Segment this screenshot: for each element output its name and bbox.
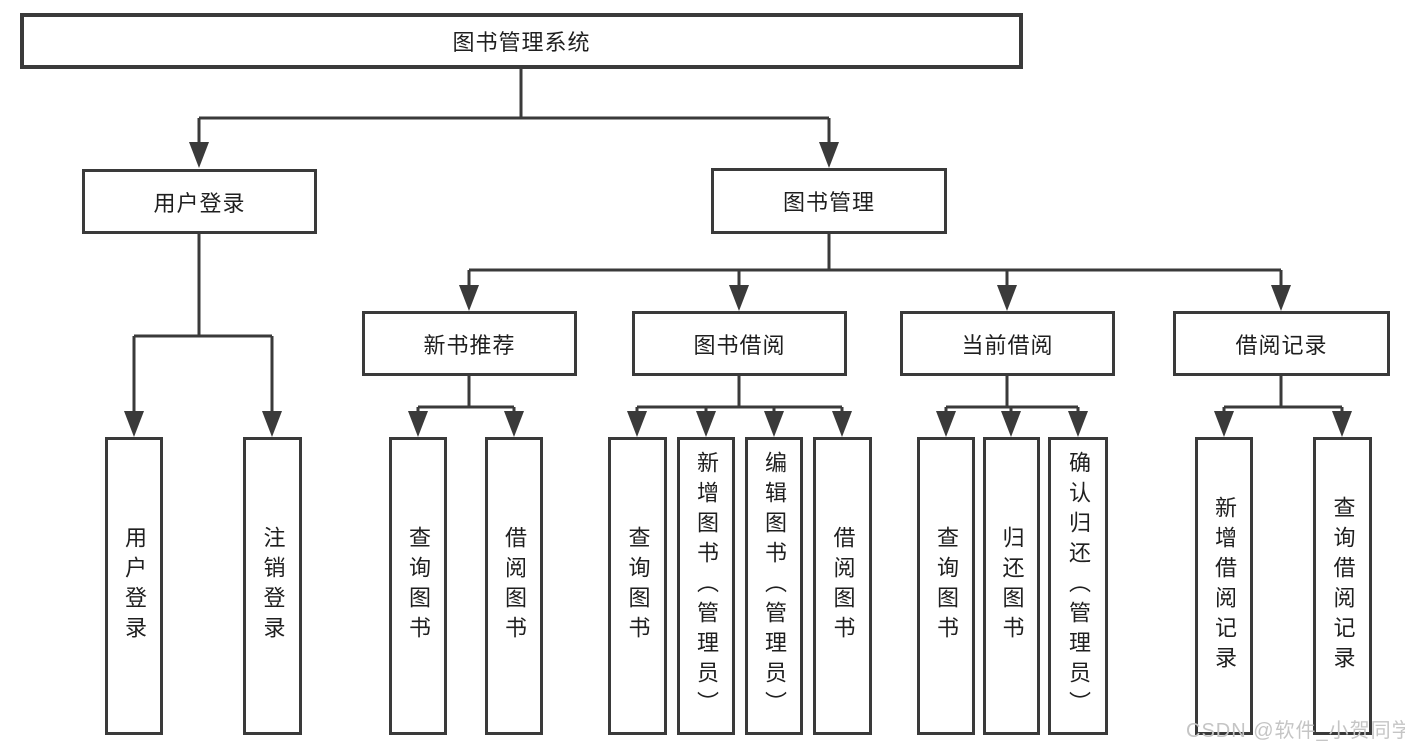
arrowhead-icon — [696, 411, 716, 437]
arrowhead-icon — [729, 285, 749, 311]
node-label: 归还图书 — [999, 526, 1025, 646]
arrowhead-icon — [459, 285, 479, 311]
arrowhead-icon — [997, 285, 1017, 311]
arrowhead-icon — [832, 411, 852, 437]
node-label: 查询图书 — [625, 526, 651, 646]
node-leaf-return-books: 归还图书 — [983, 437, 1040, 735]
node-label: 图书管理系统 — [452, 30, 591, 55]
node-section-current-borrowing: 当前借阅 — [900, 311, 1115, 376]
arrowhead-icon — [819, 142, 839, 168]
connector-records-to-leaves — [1222, 376, 1344, 415]
node-branch-book-management: 图书管理 — [711, 168, 947, 234]
connector-root-to-branches — [197, 69, 831, 146]
node-label: 当前借阅 — [961, 332, 1054, 358]
node-label: 查询图书 — [406, 526, 431, 646]
arrowhead-icon — [936, 411, 956, 437]
csdn-watermark: CSDN @软件_小贺同学 — [1186, 720, 1405, 742]
connector-user-login-to-leaves — [132, 234, 274, 415]
arrowhead-icon — [1271, 285, 1291, 311]
node-label: 查询借阅记录 — [1330, 496, 1356, 676]
node-root-library-system: 图书管理系统 — [20, 13, 1023, 69]
node-leaf-edit-books-admin: 编辑图书（管理员） — [745, 437, 803, 735]
arrowhead-icon — [1214, 411, 1234, 437]
node-label: 确认归还（管理员） — [1066, 451, 1091, 721]
node-leaf-user-login: 用户登录 — [105, 437, 163, 735]
node-leaf-query-books-borrowing: 查询图书 — [608, 437, 667, 735]
node-label: 新增图书（管理员） — [694, 451, 719, 721]
node-label: 图书借阅 — [693, 332, 786, 358]
arrowhead-icon — [124, 411, 144, 437]
node-section-borrowing-records: 借阅记录 — [1173, 311, 1390, 376]
node-label: 新书推荐 — [423, 332, 516, 358]
node-label: 查询图书 — [934, 526, 959, 646]
node-leaf-borrow-books: 借阅图书 — [813, 437, 872, 735]
node-label: 用户登录 — [122, 526, 147, 646]
arrowhead-icon — [408, 411, 428, 437]
node-label: 图书管理 — [782, 190, 875, 215]
connector-current-to-leaves — [944, 376, 1080, 415]
node-section-book-borrowing: 图书借阅 — [632, 311, 847, 376]
arrowhead-icon — [189, 142, 209, 168]
node-leaf-add-books-admin: 新增图书（管理员） — [677, 437, 735, 735]
connector-borrowing-to-leaves — [635, 376, 844, 415]
node-branch-user-login: 用户登录 — [82, 169, 317, 234]
node-label: 借阅图书 — [830, 526, 856, 646]
arrowhead-icon — [1332, 411, 1352, 437]
arrowhead-icon — [627, 411, 647, 437]
node-label: 用户登录 — [153, 190, 246, 216]
node-leaf-logout: 注销登录 — [243, 437, 302, 735]
node-leaf-confirm-return-admin: 确认归还（管理员） — [1048, 437, 1108, 735]
connector-book-mgmt-to-sections — [467, 234, 1283, 289]
node-leaf-query-borrow-record: 查询借阅记录 — [1313, 437, 1372, 735]
node-label: 新增借阅记录 — [1212, 496, 1237, 676]
arrowhead-icon — [764, 411, 784, 437]
node-label: 注销登录 — [260, 526, 286, 646]
node-leaf-query-books-recommend: 查询图书 — [389, 437, 447, 735]
arrowheads — [124, 142, 1352, 437]
arrowhead-icon — [504, 411, 524, 437]
arrowhead-icon — [1001, 411, 1021, 437]
arrowhead-icon — [262, 411, 282, 437]
node-section-new-book-recommend: 新书推荐 — [362, 311, 577, 376]
node-leaf-query-books-current: 查询图书 — [917, 437, 975, 735]
node-label: 借阅图书 — [502, 526, 527, 646]
node-leaf-borrow-books-recommend: 借阅图书 — [485, 437, 543, 735]
node-leaf-add-borrow-record: 新增借阅记录 — [1195, 437, 1253, 735]
connector-new-books-to-leaves — [416, 376, 516, 415]
arrowhead-icon — [1068, 411, 1088, 437]
node-label: 借阅记录 — [1235, 332, 1328, 358]
node-label: 编辑图书（管理员） — [762, 451, 787, 721]
